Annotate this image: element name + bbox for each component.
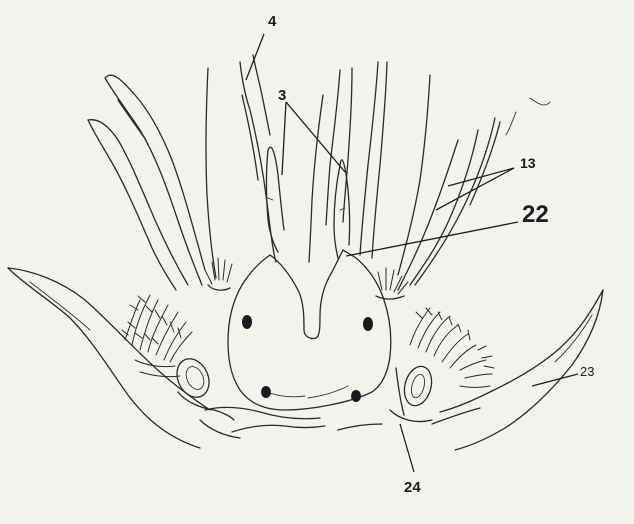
label-4: 4 xyxy=(268,13,277,30)
left-small-brush xyxy=(205,258,232,290)
rostral-spines xyxy=(267,147,350,258)
left-lower-appendage xyxy=(8,268,210,448)
label-3: 3 xyxy=(278,87,286,104)
label-24: 24 xyxy=(404,479,421,496)
right-basal-segment xyxy=(390,363,436,421)
leader-lines xyxy=(246,34,578,472)
base-outline xyxy=(205,407,480,432)
label-13: 13 xyxy=(520,155,536,171)
label-22: 22 xyxy=(522,201,549,228)
label-23: 23 xyxy=(580,364,594,379)
head-shield xyxy=(228,250,391,410)
left-tuft xyxy=(122,295,192,377)
left-basal-segment xyxy=(171,354,240,438)
right-outer-filaments xyxy=(398,98,550,290)
left-outer-filaments xyxy=(88,75,205,290)
center-left-filaments xyxy=(206,55,276,278)
right-small-brush xyxy=(376,268,408,299)
right-lower-appendage xyxy=(440,290,603,450)
